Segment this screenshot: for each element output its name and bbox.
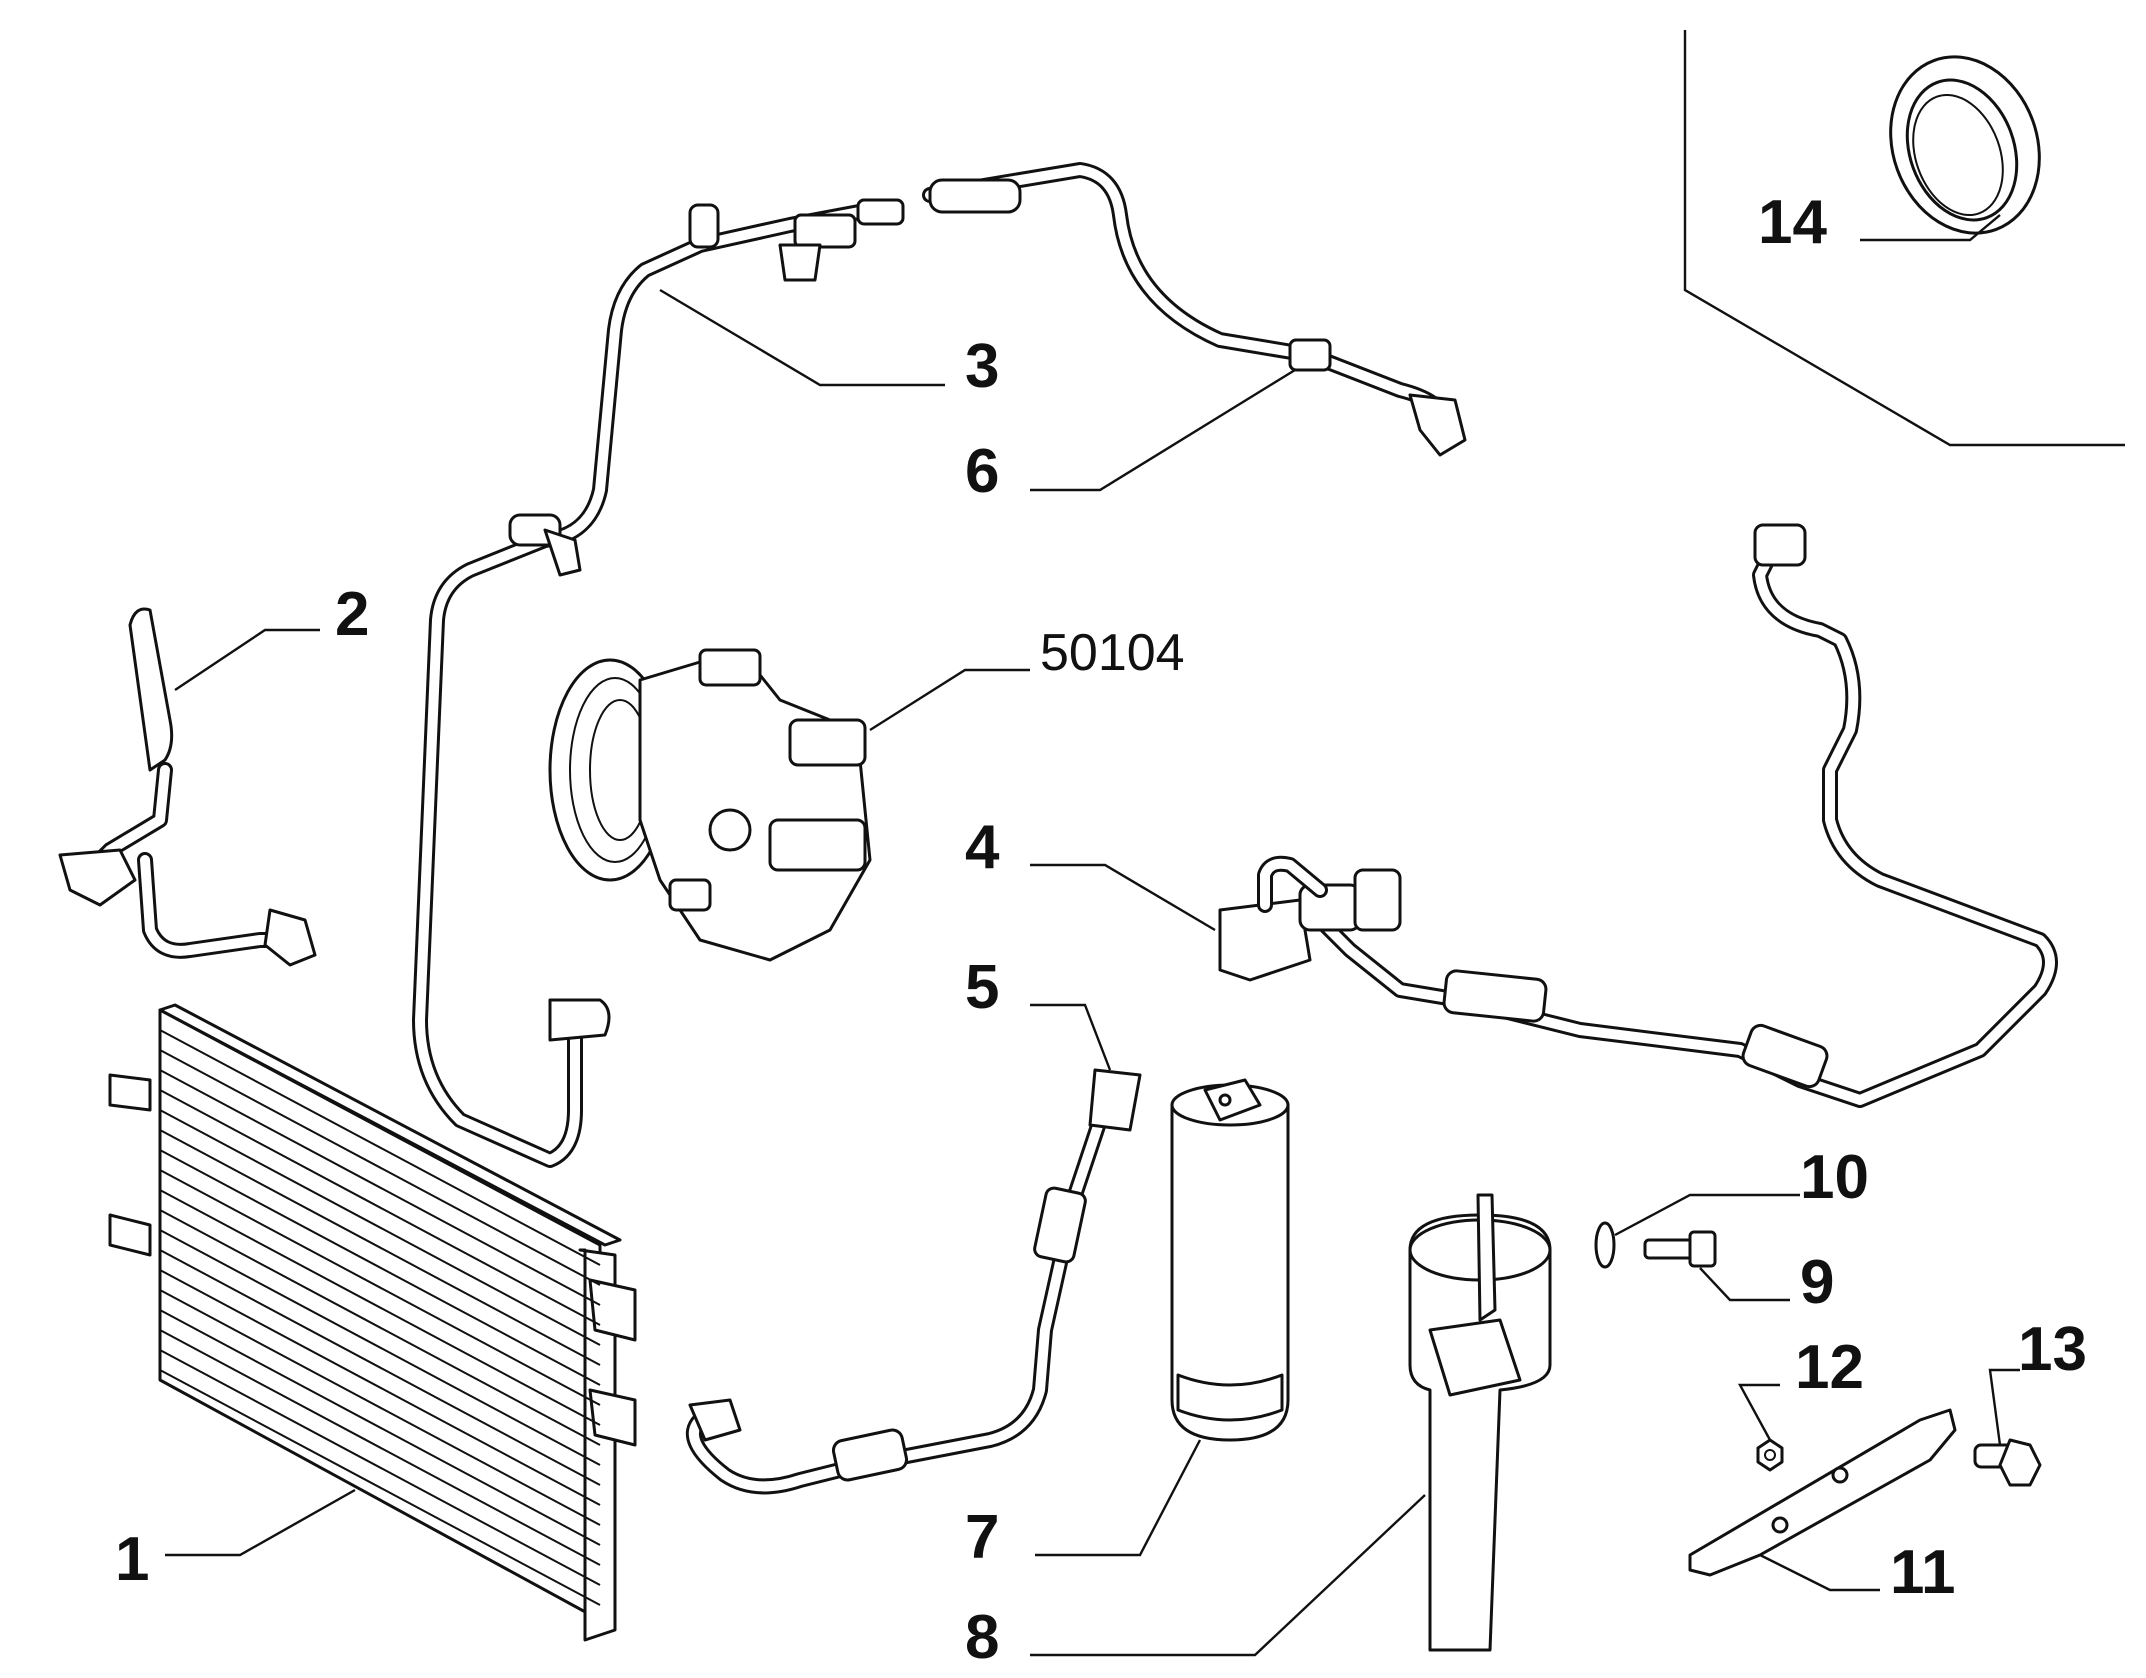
pipe-2-end-flange bbox=[263, 908, 317, 967]
pipe-5-end-block bbox=[1088, 1068, 1142, 1132]
callout-10: 10 bbox=[1800, 1143, 1869, 1212]
callout-11: 11 bbox=[1890, 1538, 1956, 1607]
part-4-pipe[interactable] bbox=[1218, 523, 2058, 1108]
part-13-screw[interactable] bbox=[1973, 1438, 2042, 1487]
pipe-2-muffler bbox=[128, 607, 174, 772]
leader-13 bbox=[1988, 1368, 2020, 1446]
part-7-receiver-drier[interactable] bbox=[1170, 1078, 1290, 1442]
part-8-drier-bracket[interactable] bbox=[1408, 1193, 1552, 1652]
callout-12: 12 bbox=[1795, 1333, 1864, 1402]
bracket-8-strap bbox=[1476, 1193, 1497, 1322]
part-1-condenser[interactable] bbox=[108, 1003, 637, 1642]
callout-compressor-50104: 50104 bbox=[1040, 624, 1185, 682]
condenser-top-tank bbox=[158, 1003, 622, 1247]
part-11-bracket-plate[interactable] bbox=[1688, 1408, 1957, 1577]
leader-7 bbox=[1035, 1439, 1202, 1557]
part-14-seal-ring[interactable] bbox=[1867, 36, 2064, 254]
pipe-4-end-block bbox=[1753, 523, 1807, 567]
callout-14: 14 bbox=[1758, 188, 1827, 257]
leader-lines bbox=[165, 214, 2020, 1657]
leader-6 bbox=[1030, 368, 1296, 492]
receiver-drier-base-band bbox=[1176, 1373, 1284, 1422]
pipe-3-bracket bbox=[778, 243, 822, 282]
part-2-pipe[interactable] bbox=[58, 607, 317, 967]
pipe-3-service-valve bbox=[688, 203, 720, 249]
callout-6: 6 bbox=[965, 437, 999, 506]
compressor-mount-top bbox=[698, 648, 762, 687]
callout-9: 9 bbox=[1800, 1248, 1834, 1317]
compressor-50104[interactable] bbox=[548, 648, 872, 962]
receiver-drier-cap-plate bbox=[1203, 1078, 1262, 1122]
condenser-side-tank bbox=[578, 1248, 617, 1642]
callout-1: 1 bbox=[115, 1525, 149, 1594]
pressure-switch-plug bbox=[1353, 868, 1402, 932]
leader-12 bbox=[1737, 1383, 1780, 1441]
condenser-fitting-upper bbox=[588, 1278, 637, 1342]
callout-5: 5 bbox=[965, 953, 999, 1022]
pipe-3-lower-fitting bbox=[548, 998, 611, 1042]
compressor-mount-lower bbox=[668, 878, 712, 912]
callout-labels: 1 2 3 4 5 6 7 8 9 10 11 12 13 14 50104 bbox=[115, 188, 2087, 1672]
hose-6-end-block bbox=[1408, 393, 1467, 457]
pipe-3-clip-tab bbox=[543, 528, 582, 577]
leader-2 bbox=[174, 628, 320, 691]
pipe-4-hose-sleeve-left bbox=[1442, 969, 1548, 1023]
inset-frame bbox=[1683, 30, 2125, 447]
leader-3 bbox=[659, 288, 945, 387]
callout-3: 3 bbox=[965, 332, 999, 401]
part-6-hose[interactable] bbox=[922, 162, 1467, 457]
part-9-bolt[interactable] bbox=[1643, 1230, 1717, 1268]
part-3-pipe[interactable] bbox=[412, 198, 905, 1168]
callout-2: 2 bbox=[335, 580, 369, 649]
hose-6-sleeve bbox=[1288, 338, 1332, 372]
pipe-5-end-fitting bbox=[688, 1398, 742, 1442]
pipe-3-end-fitting bbox=[856, 198, 905, 226]
pipe-5-lower-sleeve bbox=[831, 1428, 909, 1482]
compressor-boss bbox=[708, 808, 752, 852]
leader-1 bbox=[165, 1488, 356, 1557]
pipe-3-mid-fitting bbox=[793, 213, 857, 249]
bracket-8-clamp-tab bbox=[1428, 1318, 1522, 1397]
condenser-fins bbox=[159, 1029, 601, 1606]
pipe-2-flange bbox=[58, 848, 137, 907]
condenser-fitting-lower bbox=[588, 1388, 637, 1447]
leader-50104 bbox=[869, 668, 1030, 732]
leader-5 bbox=[1030, 1003, 1112, 1071]
condenser-bracket-lower bbox=[108, 1213, 152, 1257]
leader-9 bbox=[1699, 1267, 1790, 1302]
part-12-nut[interactable] bbox=[1756, 1438, 1784, 1472]
callout-4: 4 bbox=[965, 813, 1000, 882]
compressor-port-lower bbox=[768, 818, 867, 872]
receiver-drier-port bbox=[1218, 1093, 1232, 1107]
pipe-4-hose-sleeve-right bbox=[1741, 1023, 1829, 1089]
compressor-port-upper bbox=[788, 718, 867, 767]
pipe-5-upper-sleeve bbox=[1033, 1186, 1087, 1264]
leader-14 bbox=[1860, 214, 2001, 242]
callout-7: 7 bbox=[965, 1503, 999, 1572]
pipe-4-connector-block bbox=[1218, 898, 1312, 982]
hose-6-crimp-fitting bbox=[928, 178, 1022, 214]
pressure-switch bbox=[1298, 883, 1362, 932]
leader-11 bbox=[1759, 1553, 1880, 1592]
bracket-11-stud-right bbox=[1831, 1466, 1849, 1484]
part-10-o-ring[interactable] bbox=[1594, 1221, 1616, 1269]
callout-8: 8 bbox=[965, 1603, 999, 1672]
part-5-pipe[interactable] bbox=[685, 1068, 1142, 1495]
condenser-bracket-upper bbox=[108, 1073, 152, 1112]
leader-10 bbox=[1614, 1193, 1800, 1237]
leader-8 bbox=[1030, 1494, 1426, 1657]
bracket-11-stud-left bbox=[1771, 1516, 1789, 1534]
callout-13: 13 bbox=[2018, 1315, 2087, 1384]
leader-4 bbox=[1030, 863, 1216, 932]
